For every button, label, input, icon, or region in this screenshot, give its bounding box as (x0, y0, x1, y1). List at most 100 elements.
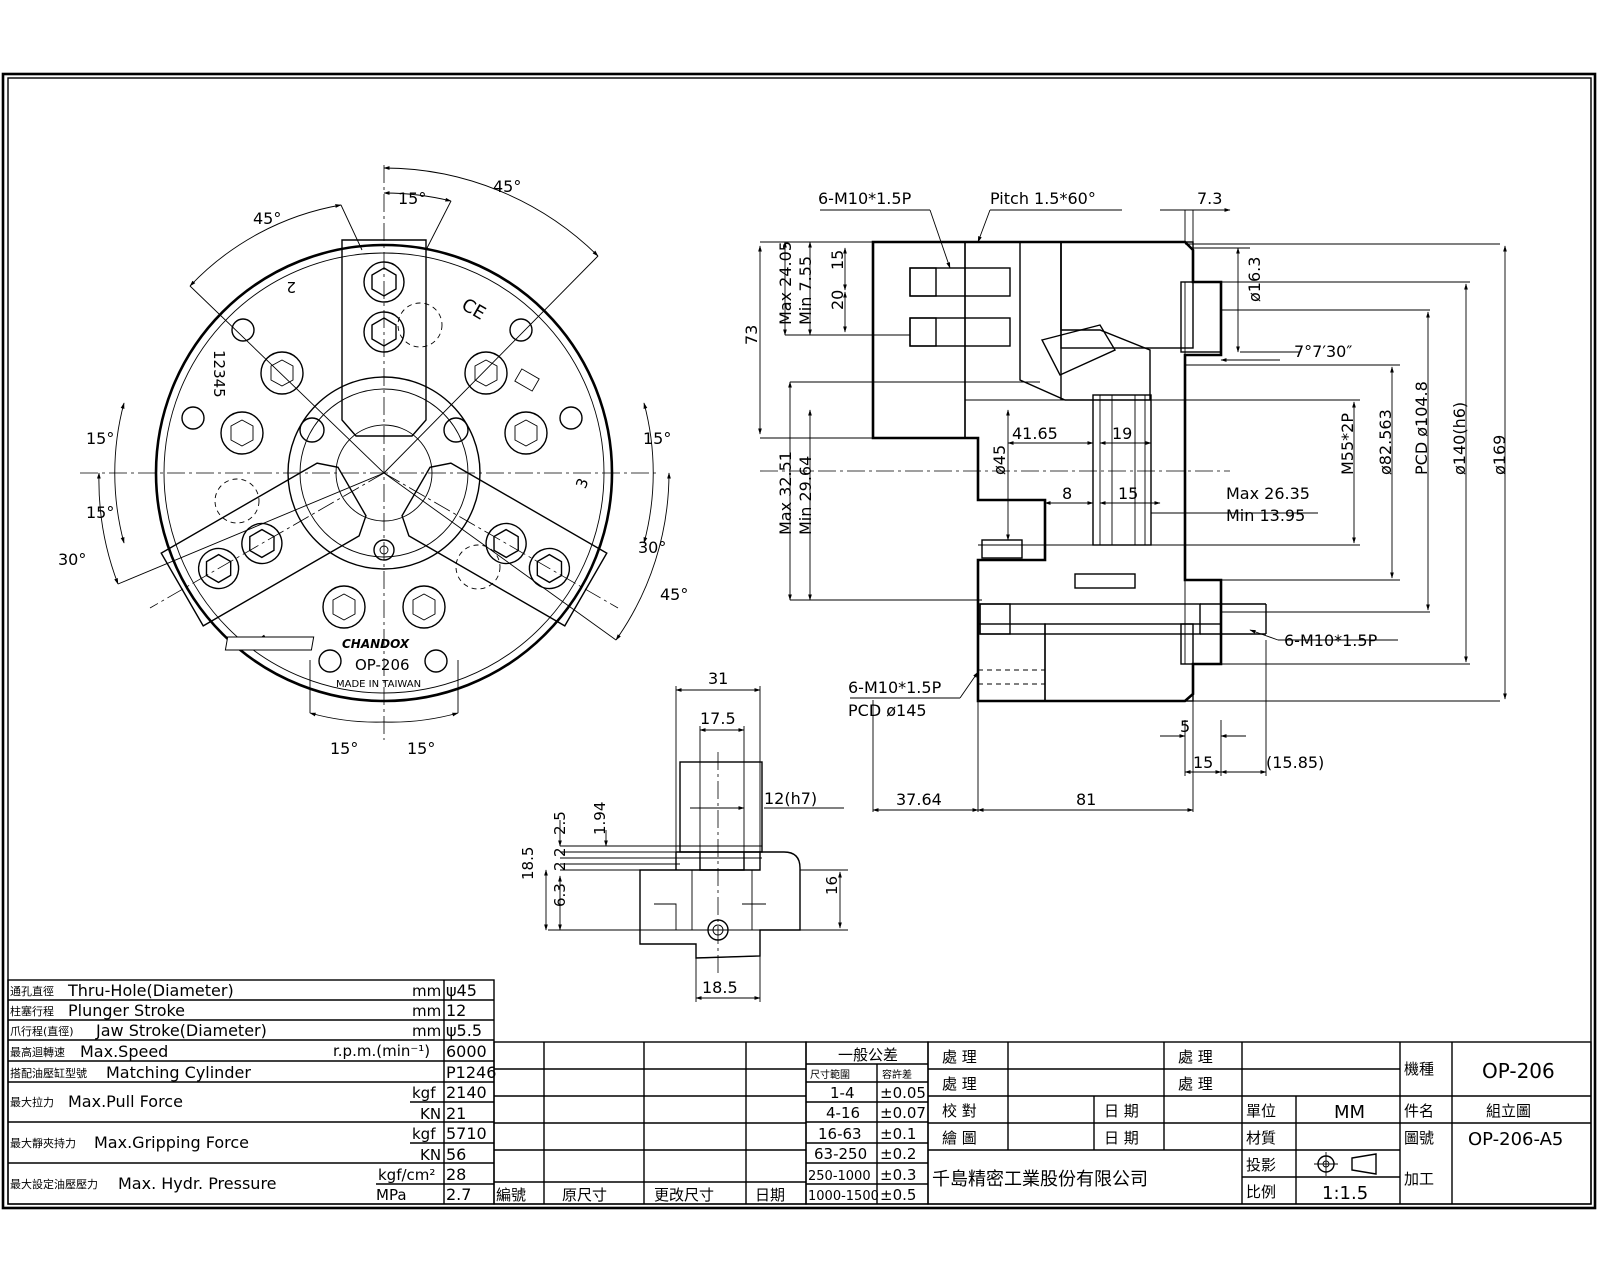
angle-label-9: 45° (660, 585, 688, 604)
spec-unit-1: mm (412, 982, 441, 1000)
dim-15c: 15 (1193, 753, 1213, 772)
jaw-dim-2b: 2 (551, 861, 569, 871)
spec-value-pull-2: 21 (446, 1104, 466, 1123)
spec-en-pressure: Max. Hydr. Pressure (118, 1174, 277, 1193)
process-label: 加工 (1404, 1170, 1434, 1188)
jaw-dim-2-5: 2.5 (551, 811, 569, 835)
dim-37-64: 37.64 (896, 790, 942, 809)
stroke-min: Min 13.95 (1226, 506, 1305, 525)
spec-row-2: 柱塞行程 Plunger Stroke mm 12 (10, 1001, 466, 1020)
approve-label-3: 處 理 (1178, 1048, 1213, 1066)
spec-value-grip-1: 5710 (446, 1124, 487, 1143)
angle-label-4: 15° (86, 429, 114, 448)
drawing-no-value: OP-206-A5 (1468, 1129, 1563, 1150)
dim-41-65: 41.65 (1012, 424, 1058, 443)
spec-unit-4: r.p.m.(min⁻¹) (333, 1042, 430, 1060)
tol-value-2: ±0.07 (880, 1104, 926, 1122)
dim-min-7-55: Min 7.55 (796, 256, 815, 325)
spec-value-grip-2: 56 (446, 1145, 466, 1164)
unit-label: 單位 (1246, 1102, 1276, 1120)
model-value: OP-206 (1482, 1059, 1555, 1083)
rev-header-original: 原尺寸 (562, 1186, 607, 1204)
spec-row-grip: 最大靜夾持力 Max.Gripping Force kgf 5710 KN 56 (10, 1124, 487, 1164)
tolerance-title: 一般公差 (838, 1046, 898, 1064)
jaw-dim-31: 31 (708, 669, 728, 688)
jaw-left (160, 462, 367, 627)
jaw-dim-1-94: 1.94 (591, 802, 609, 835)
serial-engraving: 12345 (210, 350, 228, 398)
spec-unit-pressure-1: kgf/cm² (378, 1166, 435, 1184)
company-name: 千島精密工業股份有限公司 (932, 1169, 1148, 1190)
front-view: 45° 15° 45° 15° 15° 15° 30° 30° 45° 15° … (58, 165, 688, 758)
tol-value-4: ±0.2 (880, 1145, 916, 1163)
jaw-number-2: 2 (286, 278, 296, 296)
dim-8: 8 (1062, 484, 1072, 503)
spec-en-grip: Max.Gripping Force (94, 1133, 249, 1152)
dim-max-24: Max 24.05 (776, 241, 795, 325)
angle-label-5: 15° (86, 503, 114, 522)
spec-unit-2: mm (412, 1002, 441, 1020)
pitch-callout: Pitch 1.5*60° (990, 189, 1096, 208)
body-bolts (181, 302, 583, 673)
dim-45: ø45 (990, 445, 1009, 475)
jaw-dim-6-3: 6.3 (551, 883, 569, 907)
title-block: 處 理 處 理 處 理 處 理 校 對 繪 圖 日 期 日 期 千島精密工業股份… (927, 1041, 1592, 1205)
spec-value-5: P1246 (446, 1063, 496, 1082)
spec-zh-3: 爪行程(直徑) (10, 1024, 74, 1038)
spec-unit-grip-1: kgf (412, 1125, 436, 1143)
drawing-no-label: 圖號 (1404, 1129, 1434, 1147)
dim-16-3: ø16.3 (1245, 257, 1264, 302)
approve-label-1: 處 理 (942, 1048, 977, 1066)
spec-value-pressure-1: 28 (446, 1165, 466, 1184)
jaw-dim-12h7: 12(h7) (764, 789, 817, 808)
tol-range-4: 63-250 (814, 1145, 867, 1163)
dim-15a: 15 (828, 250, 847, 270)
rev-header-changed: 更改尺寸 (654, 1186, 714, 1204)
dim-169: ø169 (1490, 435, 1509, 475)
revision-block: 編號 原尺寸 更改尺寸 日期 (493, 1041, 807, 1205)
dim-7-3: 7.3 (1197, 189, 1222, 208)
thread-m55: M55*2P (1338, 413, 1357, 475)
spec-value-pressure-2: 2.7 (446, 1185, 471, 1204)
tolerance-col-range: 尺寸範圍 (810, 1068, 850, 1081)
tol-value-6: ±0.5 (880, 1186, 916, 1204)
spec-row-1: 通孔直徑 Thru-Hole(Diameter) mm ψ45 (10, 981, 477, 1000)
spec-zh-1: 通孔直徑 (10, 984, 54, 998)
spec-row-4: 最高迴轉速 Max.Speed r.p.m.(min⁻¹) 6000 (10, 1042, 487, 1061)
spec-table: 通孔直徑 Thru-Hole(Diameter) mm ψ45 柱塞行程 Plu… (7, 979, 496, 1205)
angle-label-8: 30° (638, 538, 666, 557)
spec-en-2: Plunger Stroke (68, 1001, 185, 1020)
tol-range-3: 16-63 (818, 1125, 862, 1143)
bottom-thread-callout: 6-M10*1.5P (848, 678, 942, 697)
date-label-1: 日 期 (1104, 1102, 1139, 1120)
jaw-detail-view: 31 17.5 12(h7) 2.5 1.94 2 2 18.5 6.3 16 … (519, 669, 848, 1002)
stroke-max: Max 26.35 (1226, 484, 1310, 503)
dim-73: 73 (742, 325, 761, 345)
model-engraving: OP-206 (355, 656, 410, 674)
angle-label-7: 30° (58, 550, 86, 569)
jaw-right (401, 462, 608, 627)
spec-row-pull: 最大拉力 Max.Pull Force kgf 2140 KN 21 (10, 1083, 487, 1123)
side-section-view: 6-M10*1.5P Pitch 1.5*60° 7.3 ø16.3 7°7′3… (742, 189, 1509, 812)
dim-max-32-51: Max 32.51 (776, 451, 795, 535)
bore-circle (287, 376, 481, 570)
part-value: 組立圖 (1486, 1102, 1531, 1120)
spec-unit-grip-2: KN (420, 1146, 441, 1164)
origin-engraving: MADE IN TAIWAN (336, 679, 421, 690)
spec-en-3: Jaw Stroke(Diameter) (95, 1021, 267, 1040)
dim-15-85: (15.85) (1266, 753, 1324, 772)
spec-value-4: 6000 (446, 1042, 487, 1061)
spec-zh-grip: 最大靜夾持力 (10, 1136, 76, 1150)
jaw-dim-18-5h: 18.5 (702, 978, 738, 997)
jaw-dim-16: 16 (823, 876, 841, 895)
spec-en-5: Matching Cylinder (106, 1063, 251, 1082)
approve-label-2: 處 理 (942, 1075, 977, 1093)
spec-row-3: 爪行程(直徑) Jaw Stroke(Diameter) mm ψ5.5 (10, 1021, 482, 1040)
material-label: 材質 (1246, 1129, 1276, 1147)
dim-20: 20 (828, 290, 847, 310)
outer-border (1, 72, 1597, 1210)
dim-15b: 15 (1118, 484, 1138, 503)
date-label-2: 日 期 (1104, 1129, 1139, 1147)
model-label: 機種 (1404, 1060, 1434, 1078)
